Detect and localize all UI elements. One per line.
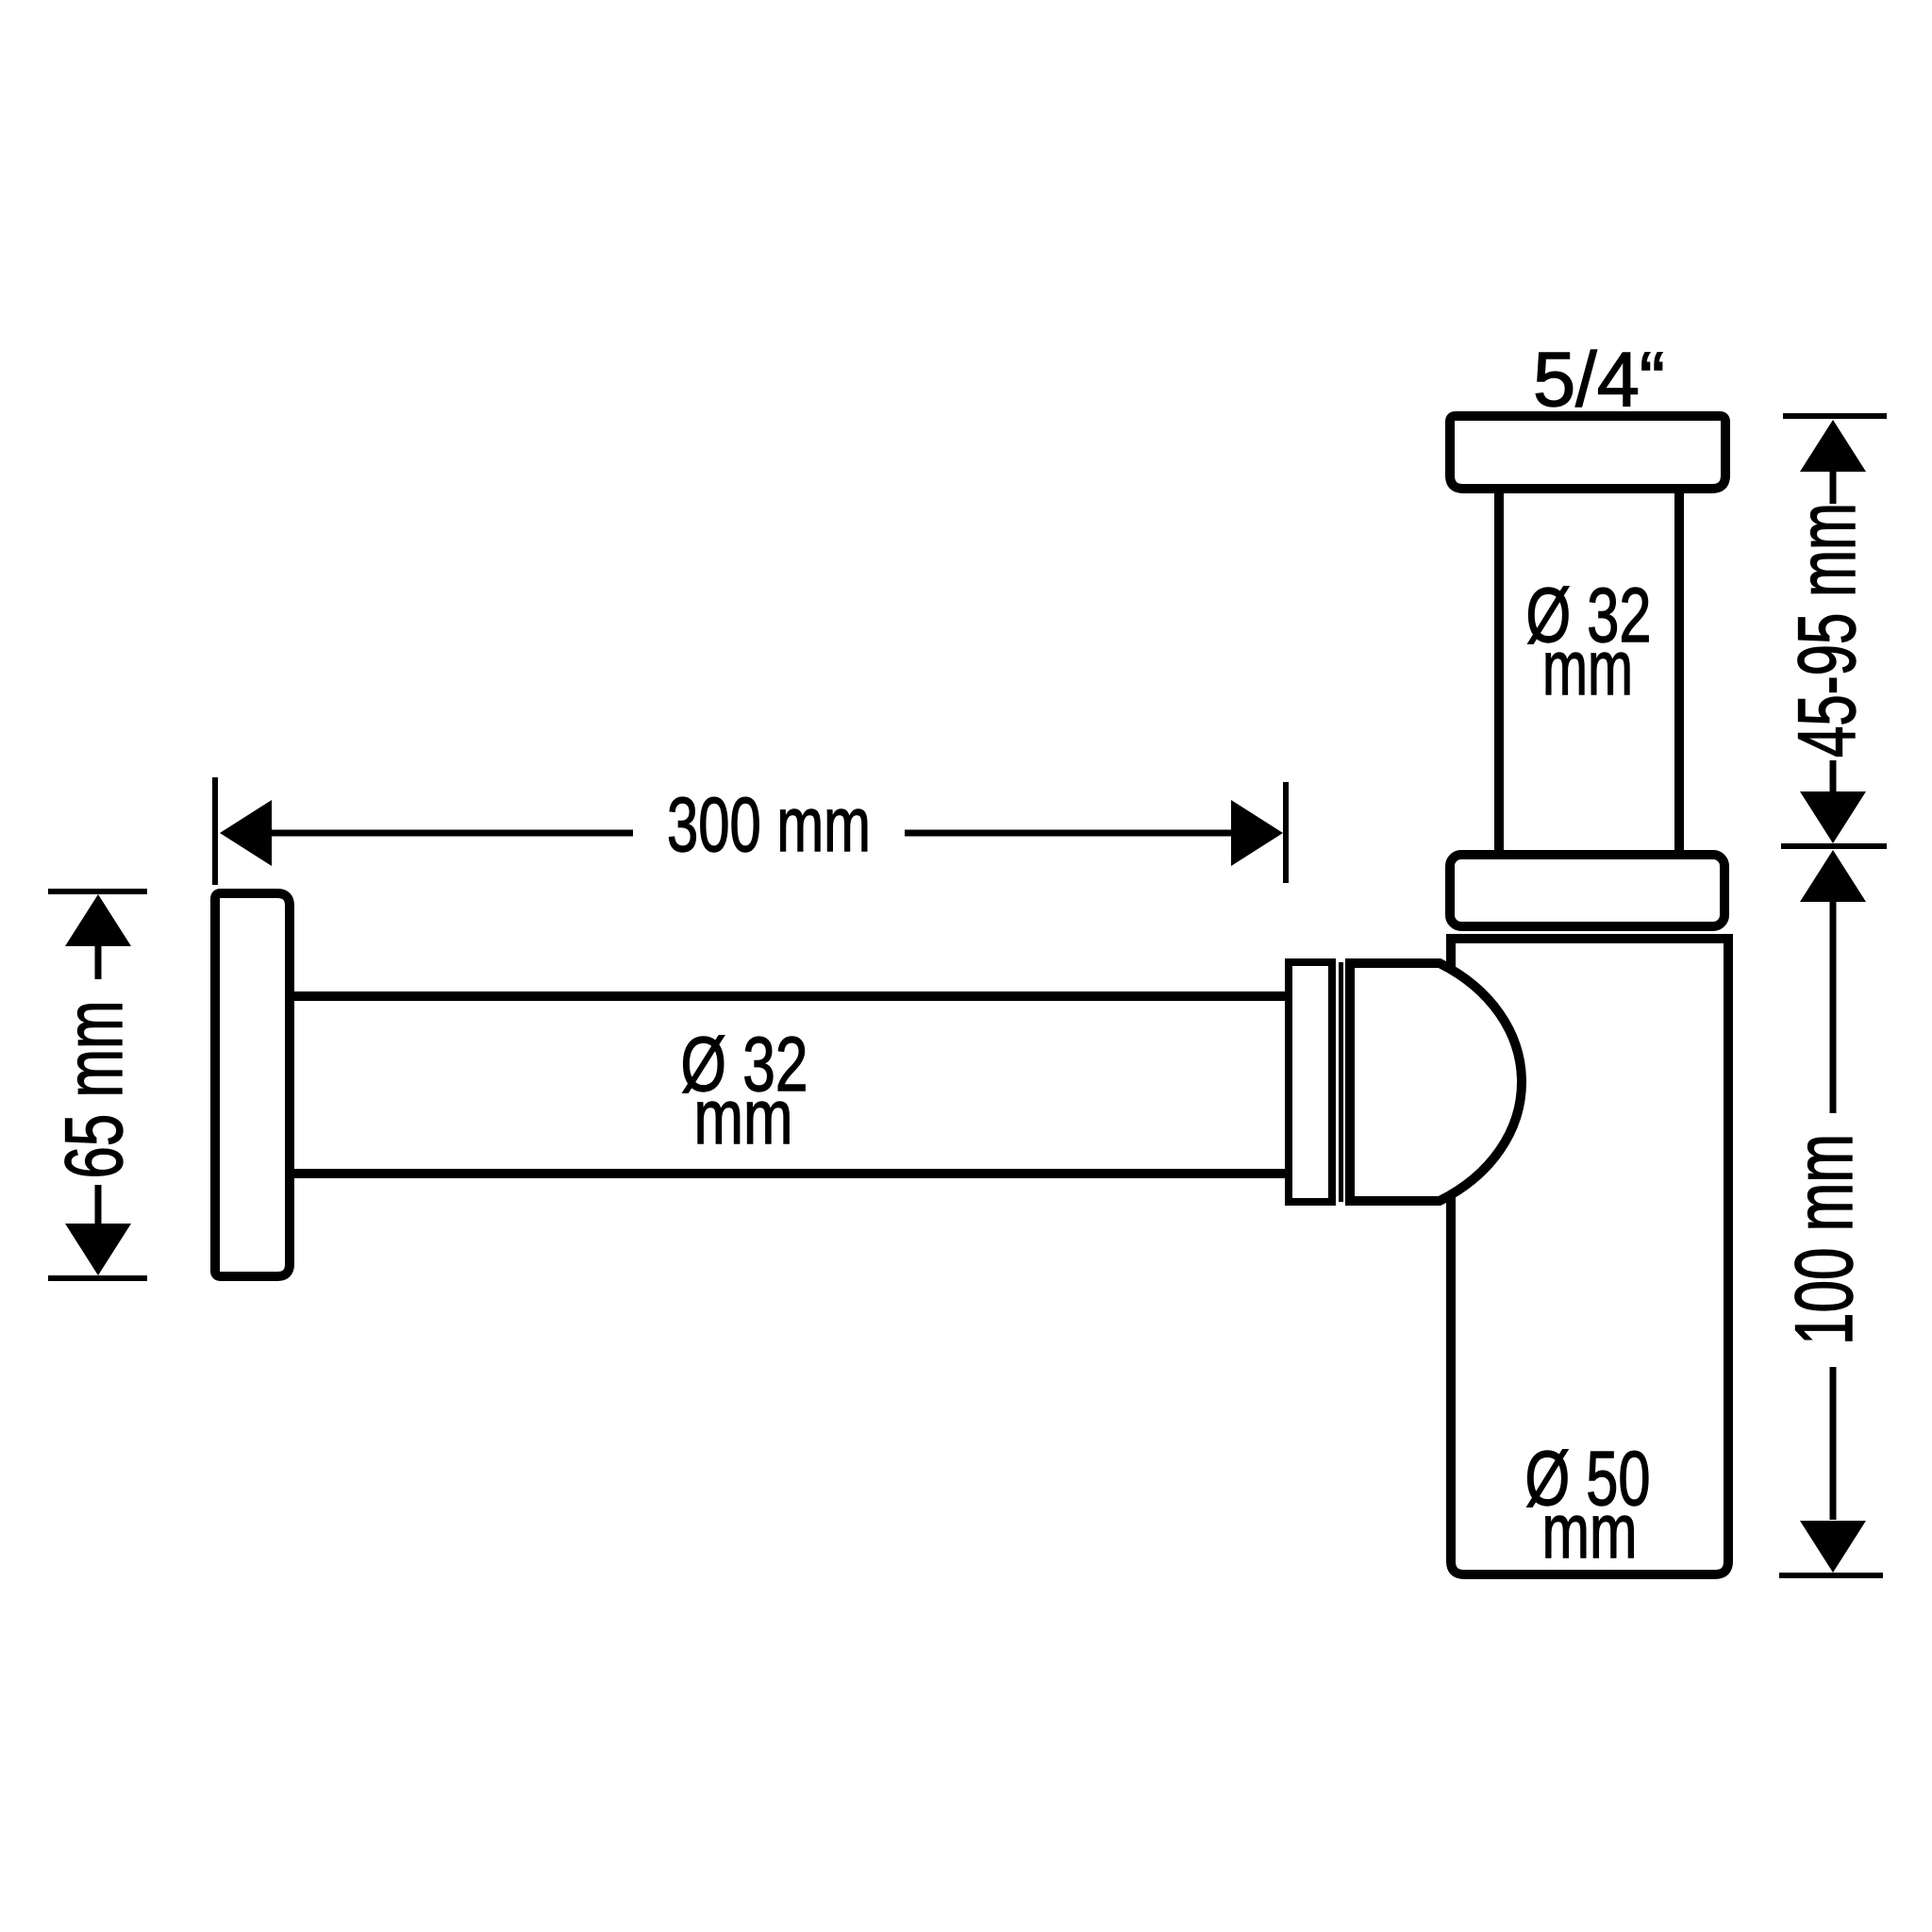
svg-text:300 mm: 300 mm bbox=[667, 782, 871, 868]
svg-text:Ø 32: Ø 32 bbox=[681, 1022, 808, 1108]
svg-text:mm: mm bbox=[694, 1074, 793, 1160]
svg-text:Ø 32: Ø 32 bbox=[1526, 573, 1652, 658]
svg-text:5/4“: 5/4“ bbox=[1533, 337, 1665, 423]
svg-text:65 mm: 65 mm bbox=[49, 1001, 140, 1179]
svg-text:45-95 mm: 45-95 mm bbox=[1782, 503, 1873, 758]
svg-text:100 mm: 100 mm bbox=[1779, 1134, 1870, 1345]
svg-text:mm: mm bbox=[1542, 625, 1633, 711]
svg-text:Ø 50: Ø 50 bbox=[1525, 1436, 1651, 1522]
svg-text:mm: mm bbox=[1542, 1489, 1638, 1574]
